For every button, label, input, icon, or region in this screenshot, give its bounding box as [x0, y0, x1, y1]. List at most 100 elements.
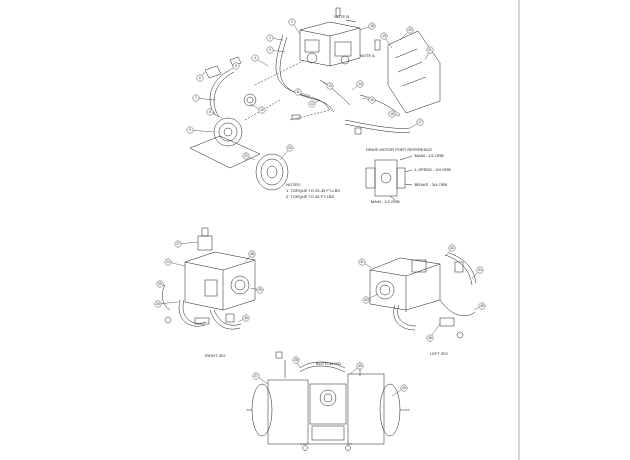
callout-number: 6	[199, 76, 201, 80]
callout-number: 17	[418, 120, 422, 124]
callout-number: 22	[244, 154, 248, 158]
callout-number: 40	[402, 386, 406, 390]
callout-number: 31	[360, 260, 364, 264]
callout-number: 37	[254, 374, 258, 378]
callout-number: 16	[390, 112, 394, 116]
callout-bubble	[448, 244, 456, 252]
callout-bubble	[156, 280, 164, 288]
callout-bubble	[426, 334, 434, 342]
callout-bubble	[174, 240, 182, 248]
callout-bubble	[476, 266, 484, 274]
callout-number: 13	[328, 84, 332, 88]
callout-number: 12	[310, 102, 314, 106]
notes-title: NOTES:	[286, 182, 301, 187]
callout-number: 15	[370, 98, 374, 102]
callout-number: 32	[364, 298, 368, 302]
callout-number: 27	[176, 242, 180, 246]
callout-bubble	[358, 258, 366, 266]
callout-bubble	[426, 46, 434, 54]
left-iso-view	[369, 252, 477, 339]
callout-bubble	[252, 372, 260, 380]
callout-number: 39	[358, 364, 362, 368]
note-2: 2. TORQUE TO 45 FT-LBS	[286, 194, 334, 199]
callout-number: 23	[288, 146, 292, 150]
callout-bubble	[400, 384, 408, 392]
callout-number: 29	[258, 288, 262, 292]
callout-number: 26	[156, 302, 160, 306]
callout-bubble	[326, 82, 334, 90]
callout-bubble	[406, 26, 414, 34]
callout-number: 20	[408, 28, 412, 32]
port-label-main-2: 'MAIN - 1/2 ORB	[370, 199, 400, 204]
callout-number: 18	[370, 24, 374, 28]
callout-number: 28	[250, 252, 254, 256]
callout-number: 33	[450, 246, 454, 250]
callout-number: 25	[158, 282, 162, 286]
port-label-l-speed: 'L-SPEED - 3/4 ORB	[414, 167, 451, 172]
callout-bubble	[388, 110, 396, 118]
bottom-iso-caption: BOTTOM ISO	[316, 361, 341, 366]
callout-bubble	[294, 88, 302, 96]
callout-bubble	[232, 62, 240, 70]
callout-number: 38	[294, 358, 298, 362]
callout-leader-line	[189, 129, 215, 133]
callout-number: 35	[480, 304, 484, 308]
callout-bubble	[288, 18, 296, 26]
callout-number: 19	[382, 34, 386, 38]
bottom-iso-view	[246, 351, 410, 451]
top-exploded-view	[189, 7, 441, 191]
callout-number: 11	[296, 90, 300, 94]
callout-bubble	[266, 46, 274, 54]
callout-bubble	[266, 34, 274, 42]
right-iso-caption: RIGHT ISO	[205, 353, 225, 358]
callout-bubble	[248, 250, 256, 258]
callout-number: 30	[244, 316, 248, 320]
note-a-label: NOTE A	[360, 53, 375, 58]
callout-number: 36	[428, 336, 432, 340]
port-label-brake: 'BRAKE - 3/4 ORB	[414, 182, 448, 187]
callout-number: 9	[189, 128, 191, 132]
callout-bubble	[196, 74, 204, 82]
right-iso-view	[162, 227, 256, 330]
callout-bubble	[356, 362, 364, 370]
callout-bubble	[362, 296, 370, 304]
callout-bubble	[206, 108, 214, 116]
note-1: 1. TORQUE TO 25-35 FT-LBS	[286, 188, 340, 193]
drive-motor-port-reference-title: DRIVE MOTOR PORT REFERENCE	[366, 147, 432, 152]
callout-number: 34	[478, 268, 482, 272]
note-b-label: NOTE B	[334, 14, 349, 19]
callout-number: 8	[209, 110, 211, 114]
callout-bubble	[478, 302, 486, 310]
callout-number: 24	[166, 260, 170, 264]
callout-bubble	[256, 286, 264, 294]
callout-bubble	[356, 80, 364, 88]
callout-bubble	[242, 152, 250, 160]
callout-number: 1	[291, 20, 293, 24]
callout-bubble	[258, 106, 266, 114]
left-iso-caption: LEFT ISO	[430, 351, 448, 356]
callout-bubble	[416, 118, 424, 126]
callout-bubble	[368, 96, 376, 104]
callout-number: 7	[195, 96, 197, 100]
callout-bubble	[292, 356, 300, 364]
callout-bubble	[251, 54, 259, 62]
callout-bubble	[286, 144, 294, 152]
callout-bubble	[186, 126, 194, 134]
drive-motor-port-reference	[365, 155, 413, 201]
callout-number: 10	[260, 108, 264, 112]
callout-bubble	[192, 94, 200, 102]
callout-number: 5	[235, 64, 237, 68]
callout-bubble	[308, 100, 316, 108]
callout-number: 2	[269, 36, 271, 40]
port-label-main-1: 'MAIN - 1/2 ORB	[414, 153, 444, 158]
callout-bubble	[164, 258, 172, 266]
callout-number: 4	[254, 56, 256, 60]
callout-number: 14	[358, 82, 362, 86]
callout-bubble	[380, 32, 388, 40]
callout-number: 3	[269, 48, 271, 52]
callout-number: 21	[428, 48, 432, 52]
callout-bubble	[242, 314, 250, 322]
callout-bubble	[154, 300, 162, 308]
